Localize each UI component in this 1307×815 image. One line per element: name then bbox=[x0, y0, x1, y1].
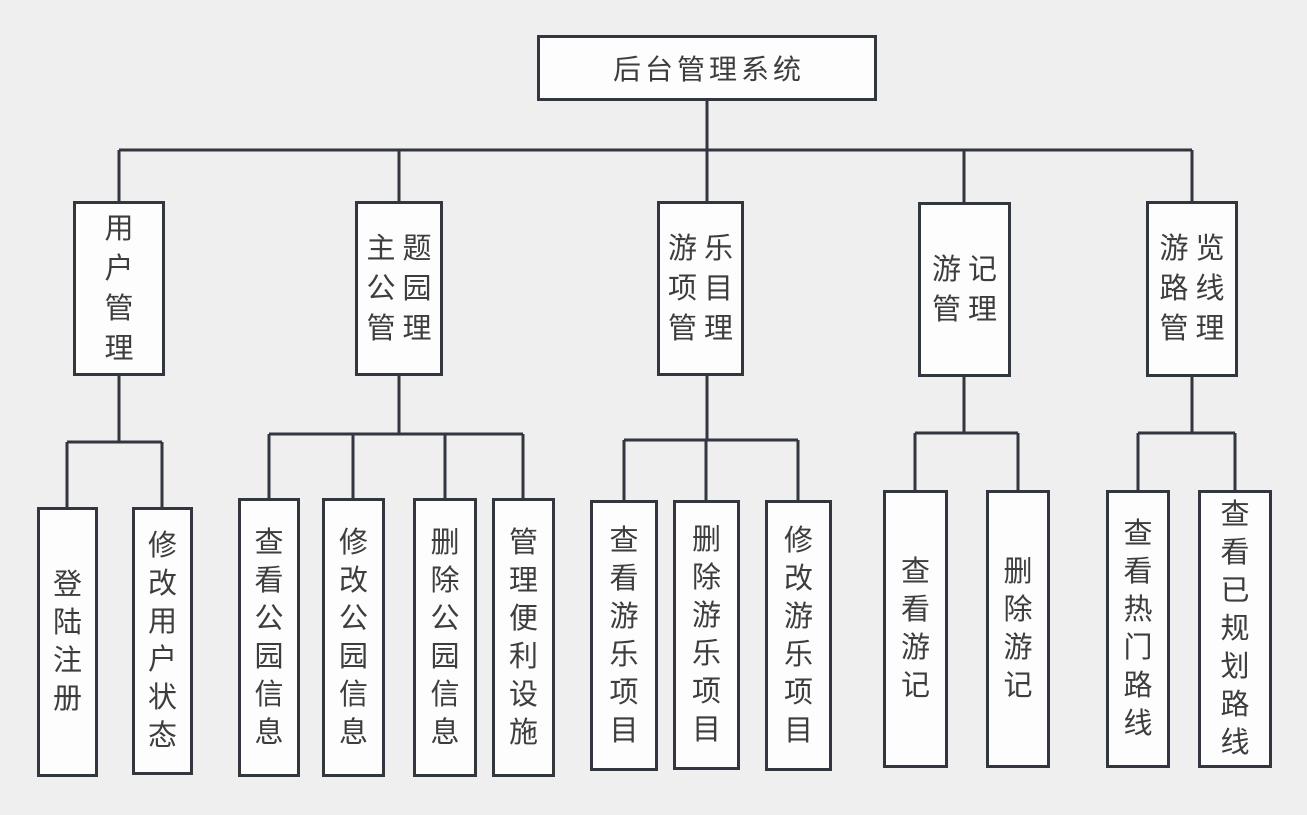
node-label: 主题 公园 管理 bbox=[366, 232, 439, 345]
node-theme-park-management: 主题 公园 管理 bbox=[355, 201, 443, 376]
node-label: 删 除 游 记 bbox=[1003, 556, 1033, 702]
node-label: 登 陆 注 册 bbox=[52, 569, 82, 715]
node-label: 删 除 公 园 信 息 bbox=[430, 526, 460, 749]
node-backend-management-system: 后台管理系统 bbox=[537, 35, 877, 101]
node-label: 查 看 已 规 划 路 线 bbox=[1220, 499, 1250, 759]
node-view-popular-routes: 查 看 热 门 路 线 bbox=[1106, 490, 1170, 768]
node-label: 查 看 游 记 bbox=[900, 556, 930, 702]
node-label: 游乐 项目 管理 bbox=[667, 232, 740, 345]
node-label: 查 看 热 门 路 线 bbox=[1123, 518, 1153, 740]
node-travel-notes-management: 游记 管理 bbox=[918, 202, 1011, 377]
node-modify-park-info: 修 改 公 园 信 息 bbox=[322, 498, 385, 777]
node-label: 查 看 公 园 信 息 bbox=[254, 526, 284, 749]
node-login-register: 登 陆 注 册 bbox=[37, 507, 98, 777]
node-label: 修 改 公 园 信 息 bbox=[338, 526, 368, 749]
node-delete-park-info: 删 除 公 园 信 息 bbox=[413, 498, 477, 777]
node-view-amusement-project: 查 看 游 乐 项 目 bbox=[590, 500, 658, 771]
node-delete-amusement-project: 删 除 游 乐 项 目 bbox=[673, 500, 740, 770]
node-label: 查 看 游 乐 项 目 bbox=[609, 524, 639, 747]
node-view-park-info: 查 看 公 园 信 息 bbox=[238, 498, 300, 777]
node-label: 游览 路线 管理 bbox=[1159, 233, 1232, 345]
node-modify-user-status: 修 改 用 户 状 态 bbox=[132, 507, 193, 775]
node-label: 后台管理系统 bbox=[612, 55, 805, 86]
node-amusement-project-management: 游乐 项目 管理 bbox=[657, 201, 744, 376]
node-label: 删 除 游 乐 项 目 bbox=[691, 524, 721, 746]
node-view-planned-routes: 查 看 已 规 划 路 线 bbox=[1198, 490, 1272, 768]
node-label: 用 户 管 理 bbox=[104, 212, 134, 365]
node-label: 管 理 便 利 设 施 bbox=[508, 526, 538, 749]
node-manage-facilities: 管 理 便 利 设 施 bbox=[492, 498, 555, 777]
node-label: 修 改 用 户 状 态 bbox=[147, 530, 177, 752]
node-label: 修 改 游 乐 项 目 bbox=[783, 524, 813, 747]
node-delete-travel-notes: 删 除 游 记 bbox=[986, 490, 1050, 768]
node-tour-route-management: 游览 路线 管理 bbox=[1146, 201, 1238, 377]
node-modify-amusement-project: 修 改 游 乐 项 目 bbox=[765, 500, 832, 771]
node-view-travel-notes: 查 看 游 记 bbox=[883, 490, 948, 768]
node-label: 游记 管理 bbox=[931, 253, 1004, 326]
node-user-management: 用 户 管 理 bbox=[73, 201, 165, 376]
